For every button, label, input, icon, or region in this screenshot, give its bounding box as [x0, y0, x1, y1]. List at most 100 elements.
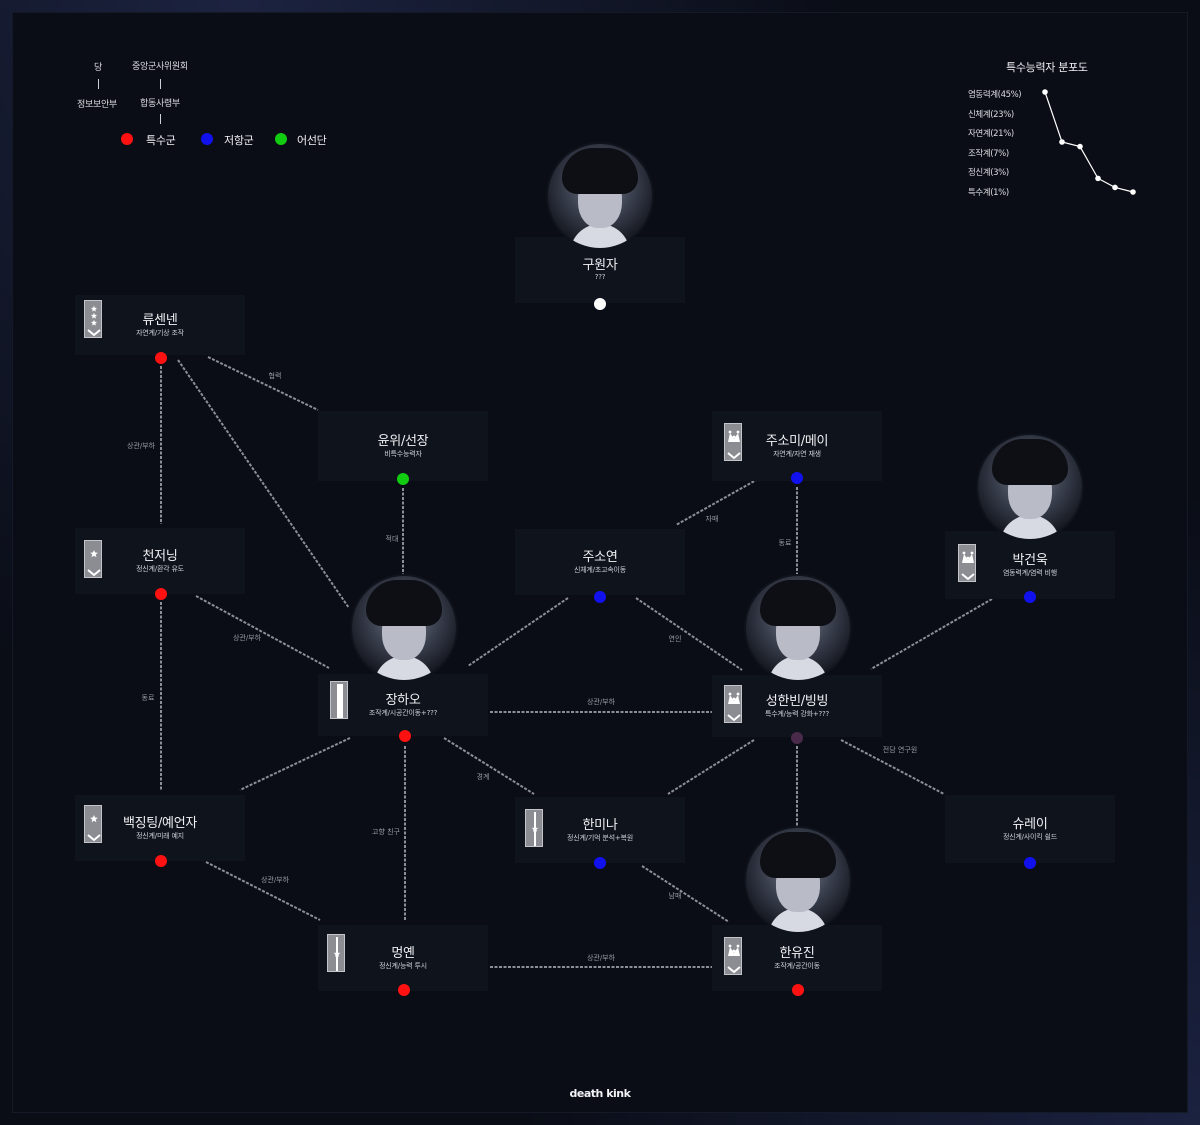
character-ability: 정신계/사이킥 쉴드 [1002, 833, 1058, 841]
relation-line-ryu-jang [177, 359, 350, 609]
star-bar-rank-icon [327, 934, 345, 972]
crown-rank-icon [958, 544, 976, 582]
ability-chart-label: 정신계(3%) [968, 168, 1009, 178]
character-name: 백징팅/예언자 [122, 816, 198, 831]
relation-label-jang-seong: 상관/부하 [587, 697, 616, 706]
star-bar-rank-icon [525, 809, 543, 847]
ability-chart-label: 신체계(23%) [968, 109, 1014, 120]
faction-dot-baek [155, 855, 167, 867]
character-card-rescuer[interactable]: 구원자??? [515, 237, 685, 303]
character-ability: 비특수능력자 [384, 450, 422, 458]
faction-dot-resistance [201, 133, 213, 145]
relation-line-baek-myeong [205, 861, 321, 921]
ability-chart-point [1112, 184, 1118, 191]
relation-line-hanmi-hanyu [641, 865, 730, 923]
four-star-rank-icon [330, 681, 348, 719]
character-name: 주소미/메이 [765, 434, 829, 449]
ability-chart-point [1077, 143, 1083, 150]
relation-line-jang-baek [239, 737, 351, 791]
character-ability: 신체계/초고속이동 [573, 566, 627, 574]
ability-chart-label: 조작계(7%) [968, 148, 1009, 159]
faction-dot-park [1024, 591, 1036, 603]
avatar [746, 828, 850, 932]
relation-label-jusomi-juso: 자매 [706, 514, 719, 523]
relation-line-juso-jang [467, 597, 569, 667]
ability-chart-point [1130, 189, 1136, 195]
crown-rank-icon [724, 423, 742, 461]
relation-line-juso-seong [635, 597, 743, 671]
org-central-committee: 중앙군사위원회 [132, 62, 188, 72]
relation-label-baek-myeong: 상관/부하 [261, 875, 290, 884]
faction-dot-yunwi [397, 473, 409, 485]
three-star-rank-icon [84, 300, 102, 338]
faction-dot-hanmi [594, 857, 606, 869]
org-party: 당 [94, 63, 102, 73]
avatar [352, 576, 456, 680]
ability-chart-label: 자연계(21%) [968, 129, 1014, 139]
ability-chart-label: 특수계(1%) [968, 187, 1009, 198]
relation-line-ryu-yunwi [207, 356, 319, 411]
relation-label-jang-myeong: 고향 친구 [372, 827, 401, 836]
character-ability: 정신계/환각 유도 [136, 565, 184, 573]
faction-label-guardian: 어선단 [297, 134, 327, 147]
character-ability: 특수계/능력 강화+??? [764, 710, 830, 718]
relation-label-cheon-baek: 동료 [142, 694, 155, 702]
faction-dot-hanyu [792, 984, 804, 996]
org-intelligence: 정보보안부 [77, 100, 117, 110]
avatar [746, 576, 850, 680]
character-ability: 조작계/공간이동 [774, 962, 820, 970]
faction-dot-jusomi [791, 472, 803, 484]
faction-dot-seong [791, 732, 803, 744]
character-ability: 자연계/자연 재생 [773, 450, 821, 458]
ability-chart-point [1059, 139, 1065, 145]
faction-dot-cheon [155, 588, 167, 600]
faction-dot-jang [399, 730, 411, 742]
character-ability: 조작계/시공간이동+??? [368, 709, 438, 717]
relation-label-jusomi-seong: 동료 [779, 539, 792, 547]
character-ability: ??? [594, 273, 606, 281]
ability-chart-label: 염동력계(45%) [968, 90, 1022, 100]
ability-chart-point [1095, 175, 1101, 182]
ability-chart-point [1042, 89, 1048, 95]
org-connector [160, 114, 161, 124]
character-name: 성한빈/빙빙 [765, 694, 829, 709]
faction-dot-juso [594, 591, 606, 603]
character-name: 박건욱 [1012, 553, 1048, 568]
relation-label-juso-seong: 연인 [669, 634, 682, 643]
faction-label-special-forces: 특수군 [146, 134, 176, 147]
relation-label-cheon-jang: 상관/부하 [233, 633, 262, 642]
faction-dot-guardian [275, 133, 287, 145]
avatar [978, 435, 1082, 539]
faction-label-resistance: 저항군 [224, 134, 254, 147]
character-name: 멍옌 [391, 946, 415, 961]
faction-dot-special-forces [121, 133, 133, 145]
character-ability: 염동력계/염력 비행 [1002, 569, 1058, 577]
org-connector [160, 79, 161, 89]
relation-label-ryu-cheon: 상관/부하 [127, 441, 156, 450]
character-name: 한유진 [779, 946, 815, 961]
relation-line-seong-hanmi [667, 739, 755, 795]
relation-line-park-seong [870, 598, 993, 670]
character-name: 주소연 [582, 550, 618, 565]
character-name: 장하오 [385, 693, 421, 708]
faction-dot-ryu [155, 352, 167, 364]
relation-line-jusomi-juso [675, 478, 759, 526]
relation-label-yunwi-jang: 적대 [386, 534, 399, 543]
relation-label-myeong-hanyu: 상관/부하 [587, 953, 616, 962]
character-ability: 자연계/기상 조작 [136, 329, 184, 337]
character-ability: 정신계/능력 투시 [379, 962, 427, 970]
character-name: 슈레이 [1012, 817, 1048, 832]
relation-line-cheon-jang [195, 595, 330, 669]
character-name: 류센넨 [142, 313, 178, 328]
faction-dot-shu [1024, 857, 1036, 869]
